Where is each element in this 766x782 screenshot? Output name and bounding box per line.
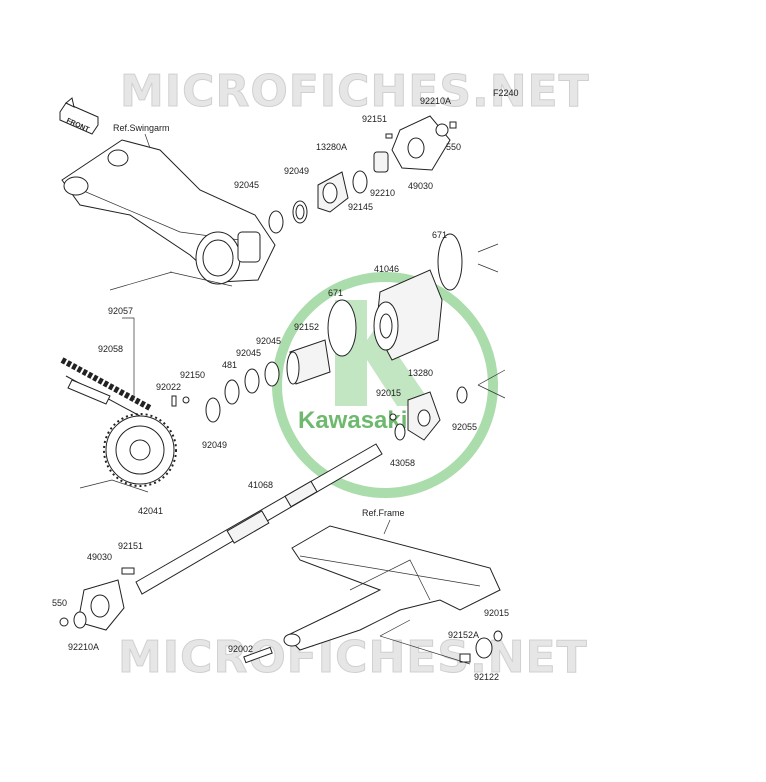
label-550-bot: 550 [52,598,67,608]
watermark-top: MICROFICHES.NET [120,66,590,117]
logo-text: Kawasaki [298,407,407,434]
label-92045-a: 92045 [256,336,281,346]
label-92210: 92210 [370,188,395,198]
diagram-code: F2240 [493,88,519,98]
label-13280A: 13280A [316,142,347,152]
label-92045-top: 92045 [234,180,259,190]
top-hub-parts [268,115,457,234]
label-92049-mid: 92049 [202,440,227,450]
label-92015-mid: 92015 [376,388,401,398]
label-41068: 41068 [248,480,273,490]
label-92150: 92150 [180,370,205,380]
label-43058: 43058 [390,458,415,468]
label-550-top: 550 [446,142,461,152]
label-671-mid: 671 [328,288,343,298]
label-49030-bot: 49030 [87,552,112,562]
label-92045-b: 92045 [236,348,261,358]
label-92210A-top: 92210A [420,96,451,106]
label-13280: 13280 [408,368,433,378]
ref-swingarm: Ref.Swingarm [113,123,170,133]
label-92057: 92057 [108,306,133,316]
label-92145: 92145 [348,202,373,212]
label-92151-top: 92151 [362,114,387,124]
label-92022: 92022 [156,382,181,392]
eccentric-parts [205,233,468,441]
label-92122: 92122 [474,672,499,682]
label-481: 481 [222,360,237,370]
label-41046: 41046 [374,264,399,274]
label-92058: 92058 [98,344,123,354]
chain-and-sprocket [60,357,190,487]
label-92152: 92152 [294,322,319,332]
bottom-hub-parts [59,567,135,631]
swingarm-drawing [61,139,276,285]
ref-frame: Ref.Frame [362,508,405,518]
label-92049-top: 92049 [284,166,309,176]
label-92055: 92055 [452,422,477,432]
label-92015-bot: 92015 [484,608,509,618]
label-92002: 92002 [228,644,253,654]
watermark-bottom: MICROFICHES.NET [118,632,588,683]
frame-drawing [243,525,503,664]
label-42041: 42041 [138,506,163,516]
label-49030-top: 49030 [408,181,433,191]
label-92152A: 92152A [448,630,479,640]
rear-axle [135,443,383,595]
label-92210A-bot: 92210A [68,642,99,652]
label-671-top: 671 [432,230,447,240]
front-arrow-icon: FRONT [59,97,99,135]
label-92151-bot: 92151 [118,541,143,551]
